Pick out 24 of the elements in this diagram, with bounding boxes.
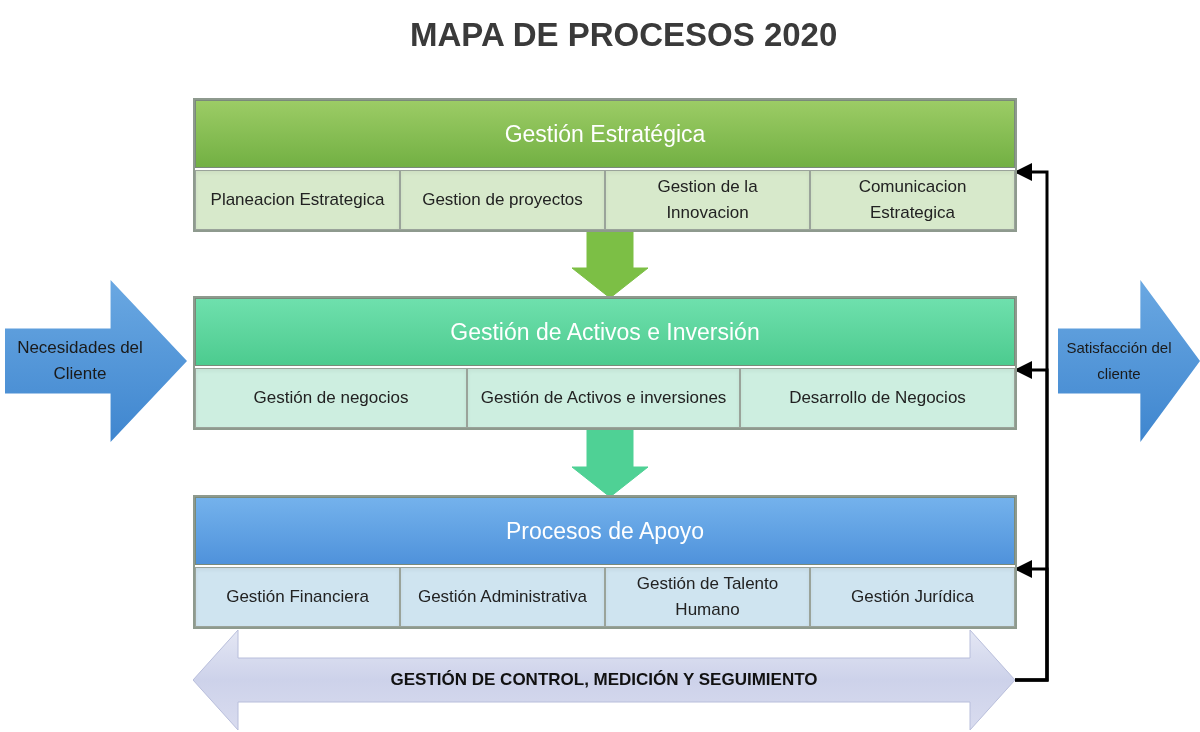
double-arrow-shape: GESTIÓN DE CONTROL, MEDICIÓN Y SEGUIMIENTO — [193, 630, 1015, 730]
process-box: Gestión Financiera — [195, 567, 400, 627]
process-box: Comunicacion Estrategica — [810, 170, 1015, 230]
process-group — [193, 296, 1017, 430]
block-arrow-shape: Necesidades del Cliente — [5, 280, 187, 442]
title: MAPA DE PROCESOS 2020 — [410, 15, 838, 55]
group-header: Procesos de Apoyo — [195, 497, 1015, 565]
block-arrow — [571, 427, 649, 498]
process-box: Desarrollo de Negocios — [740, 368, 1015, 428]
block-arrow — [571, 229, 649, 299]
process-box: Gestion de la Innovacion — [605, 170, 810, 230]
process-box: Gestión de negocios — [195, 368, 467, 428]
process-box: Planeacion Estrategica — [195, 170, 400, 230]
process-box: Gestión Administrativa — [400, 567, 605, 627]
process-group — [193, 495, 1017, 629]
process-box: Gestión Jurídica — [810, 567, 1015, 627]
process-box: Gestión de Activos e inversiones — [467, 368, 740, 428]
process-box: Gestion de proyectos — [400, 170, 605, 230]
process-group — [193, 98, 1017, 232]
block-arrow-shape: Satisfacción del cliente — [1058, 280, 1200, 442]
process-box: Gestión de Talento Humano — [605, 567, 810, 627]
group-header: Gestión Estratégica — [195, 100, 1015, 168]
feedback-arrow — [1014, 560, 1049, 682]
group-header: Gestión de Activos e Inversión — [195, 298, 1015, 366]
